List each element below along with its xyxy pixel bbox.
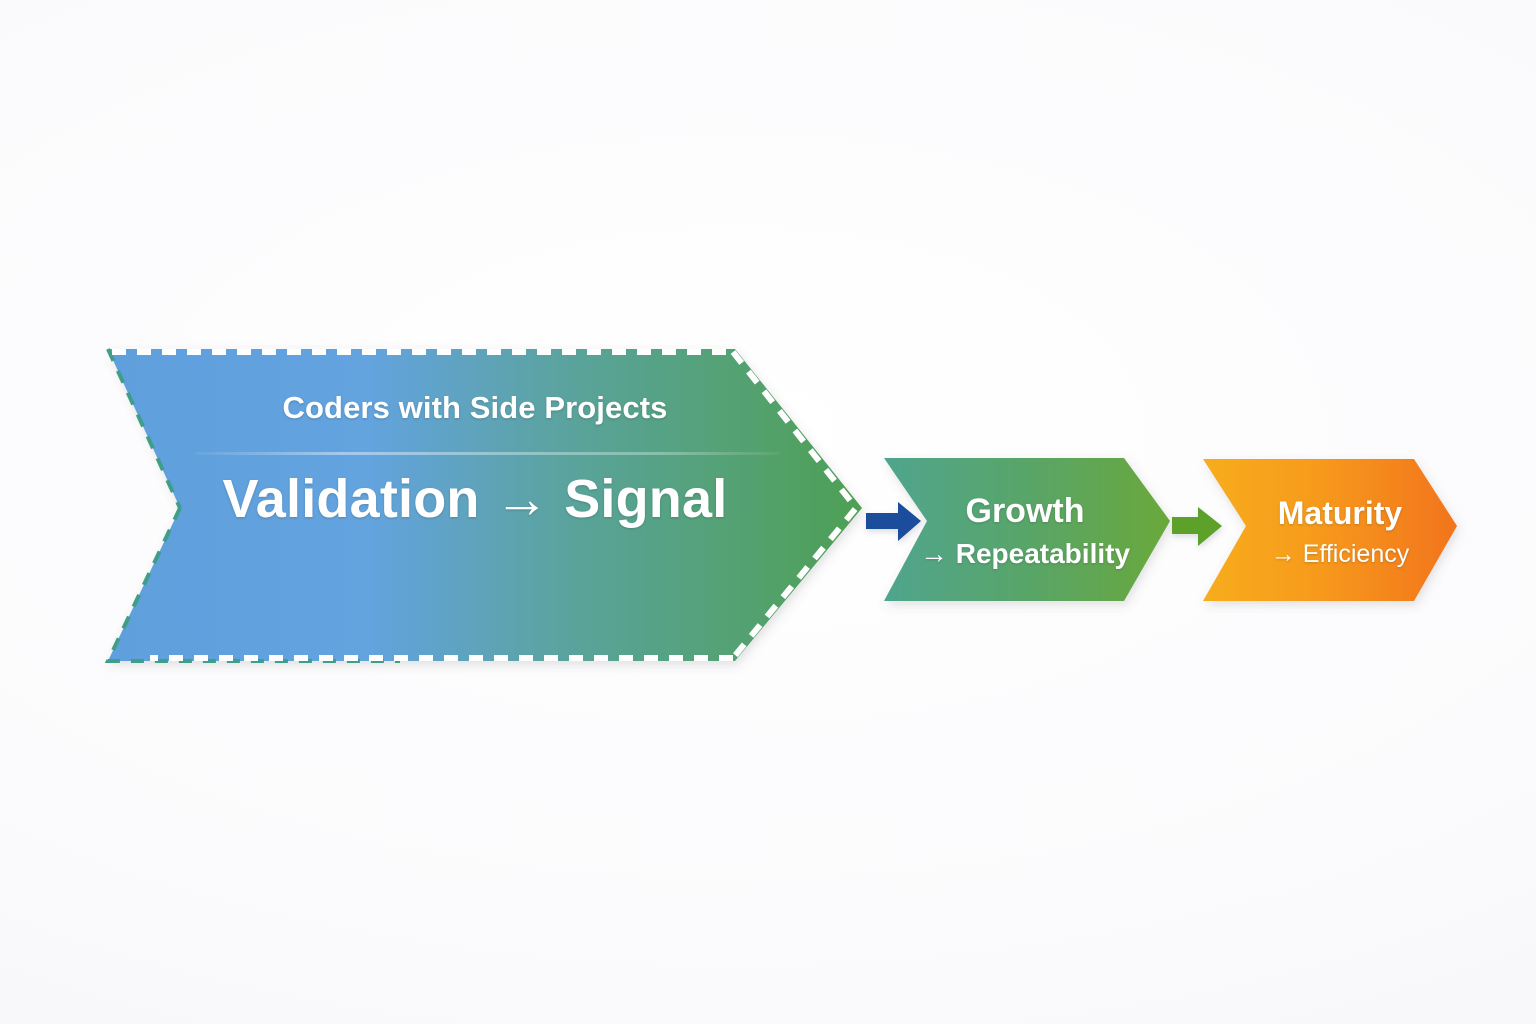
selection-dash-left-upper [106,348,182,509]
connector-1-arrow-right-icon [866,502,921,541]
selection-dash-right [730,350,860,660]
stage-maturity-shape [1203,459,1457,601]
stage-validation-shape [108,349,862,661]
connector-2-arrow-right-icon [1172,507,1222,546]
arrow-right-icon [1172,507,1222,546]
arrow-right-icon [866,502,921,541]
stage-growth-shape [884,458,1170,601]
stage-validation-divider [195,452,780,455]
stage-growth-chevron[interactable] [884,458,1170,601]
stage-validation-chevron[interactable] [104,348,862,663]
stage-maturity-chevron[interactable] [1203,459,1457,601]
